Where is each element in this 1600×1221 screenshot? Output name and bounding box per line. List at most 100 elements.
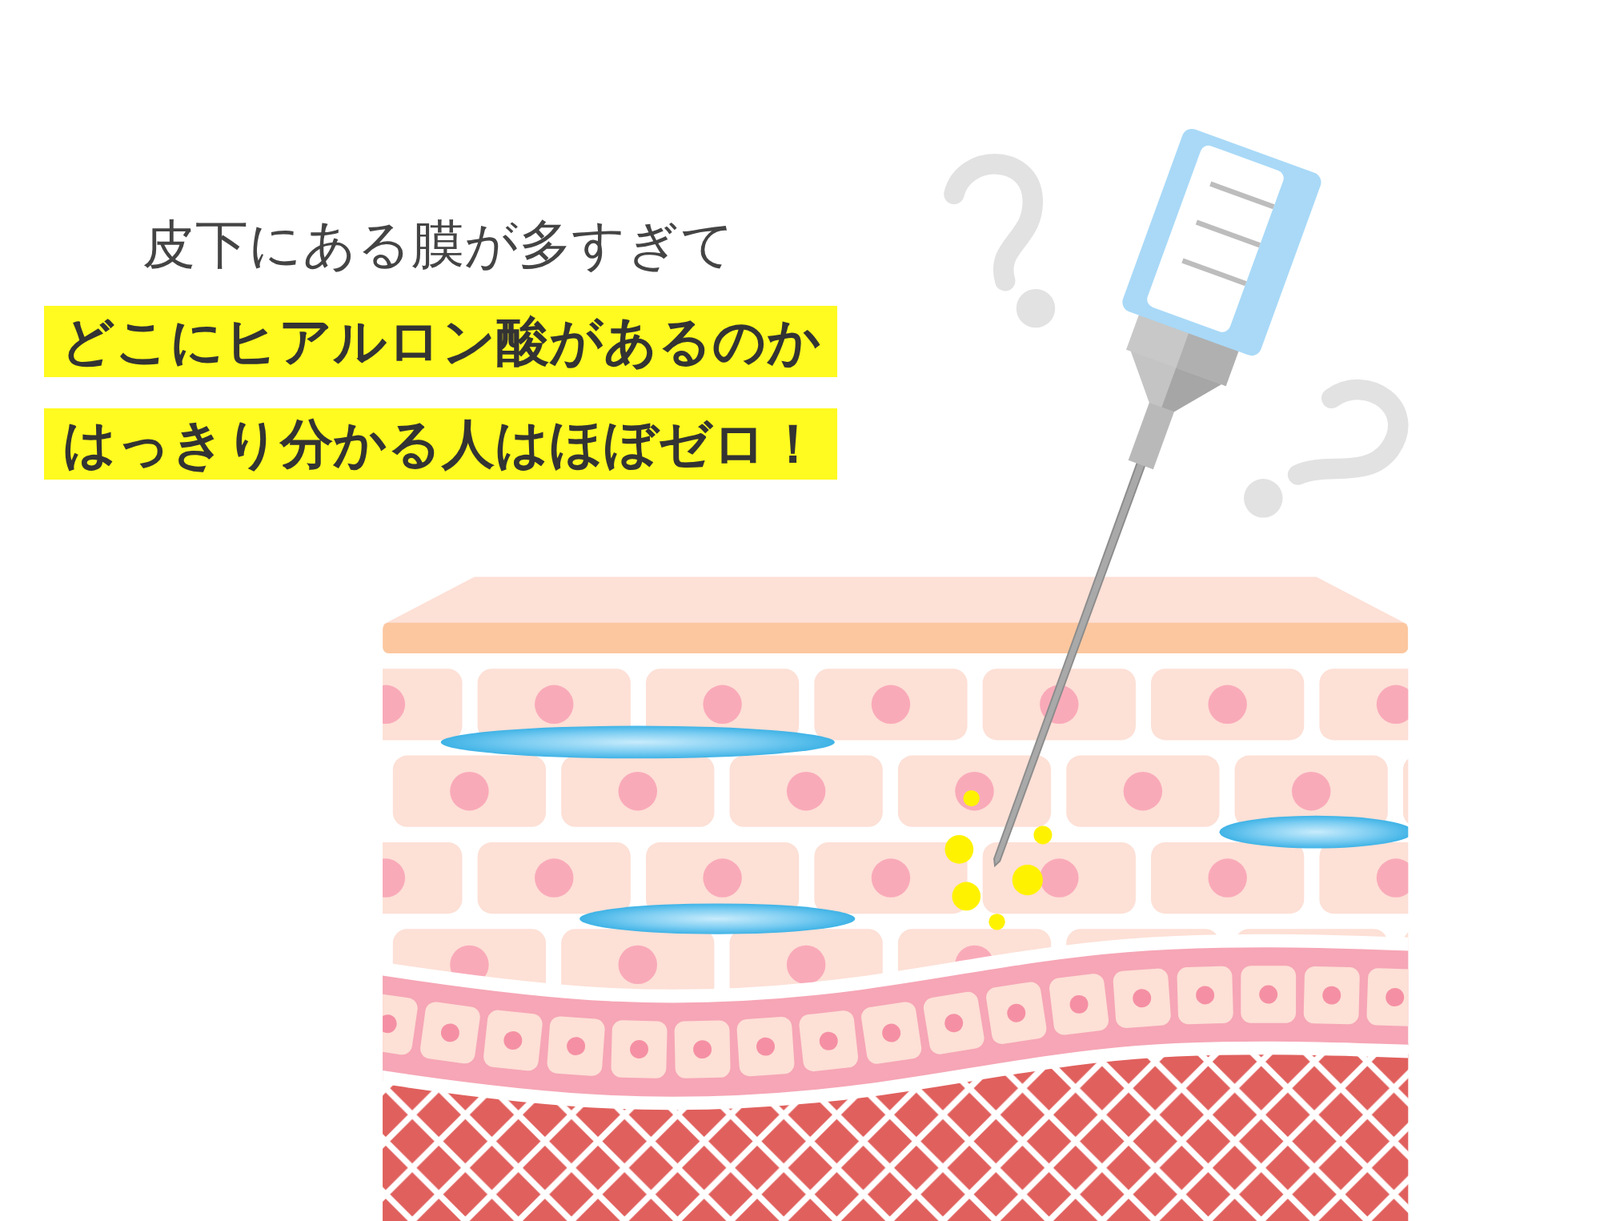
cell-body: [382, 668, 462, 740]
cell-body: [392, 755, 546, 827]
basal-cell: [546, 1015, 606, 1077]
epidermis-cell: [1066, 755, 1220, 827]
cell-body: [673, 1019, 730, 1079]
cell-body: [561, 755, 714, 827]
cell-body: [1048, 972, 1111, 1036]
question-mark: [1243, 389, 1399, 518]
basal-cell: [482, 1008, 544, 1071]
cell-body: [729, 755, 883, 827]
epidermis-cell: [1150, 842, 1304, 914]
basal-cell: [1176, 965, 1234, 1024]
cell-nucleus: [1207, 685, 1247, 724]
basal-cell: [736, 1015, 795, 1077]
basal-cell: [984, 980, 1048, 1046]
stratum-corneum: [382, 622, 1408, 654]
droplet: [988, 913, 1005, 930]
epidermis-cell: [1319, 668, 1408, 740]
cell-nucleus: [629, 1039, 650, 1059]
syringe-window: [1144, 143, 1286, 335]
droplet: [951, 882, 981, 911]
cell-nucleus: [1376, 858, 1409, 897]
basal-cell: [1112, 967, 1172, 1029]
hyaluronic-pocket: [441, 725, 835, 759]
cell-body: [1176, 965, 1234, 1024]
basal-cell: [1240, 965, 1296, 1023]
cell-nucleus: [1039, 858, 1079, 897]
cell-nucleus: [1131, 988, 1152, 1009]
cell-nucleus: [786, 771, 826, 811]
basal-cell: [859, 1000, 923, 1066]
cell-body: [982, 842, 1136, 914]
droplet: [1033, 825, 1052, 844]
cell-nucleus: [1291, 771, 1331, 811]
cell-body: [859, 1000, 923, 1066]
epidermis-cell: [645, 842, 799, 914]
epidermis-cell: [561, 755, 714, 827]
cell-nucleus: [1006, 1002, 1027, 1023]
epidermis-cell: [392, 755, 546, 827]
hyaluronic-pocket: [579, 902, 855, 934]
cell-nucleus: [943, 1012, 965, 1034]
cell-body: [610, 1019, 668, 1079]
epidermis-cell: [1319, 842, 1408, 914]
cell-nucleus: [382, 858, 406, 897]
lead-text: 皮下にある膜が多すぎて: [142, 208, 735, 281]
cell-body: [1403, 755, 1408, 827]
cell-nucleus: [1123, 771, 1163, 811]
question-stroke: [1298, 389, 1399, 475]
cell-nucleus: [954, 771, 994, 811]
question-mark: [954, 164, 1055, 328]
cell-nucleus: [565, 1035, 586, 1056]
basal-cell: [1303, 966, 1360, 1025]
cell-nucleus: [1259, 985, 1278, 1004]
cell-body: [1150, 668, 1304, 740]
skin-section: [382, 576, 1408, 1221]
basal-cell: [382, 990, 419, 1056]
cell-body: [1366, 967, 1408, 1027]
cell-nucleus: [786, 945, 826, 984]
cell-body: [419, 1000, 482, 1065]
highlight-text: はっきり分かる人はほぼゼロ！: [44, 408, 838, 480]
highlight-text: どこにヒアルロン酸があるのか: [44, 305, 838, 377]
cell-nucleus: [440, 1022, 462, 1043]
cell-nucleus: [1376, 685, 1409, 724]
cell-nucleus: [534, 685, 574, 724]
question-stroke: [954, 164, 1033, 281]
epidermis-cell: [477, 842, 631, 914]
cell-body: [1303, 966, 1360, 1025]
cell-nucleus: [382, 685, 406, 724]
cell-body: [797, 1009, 859, 1072]
scale-mark: [1196, 221, 1260, 245]
cell-body: [382, 842, 462, 914]
cell-nucleus: [534, 858, 574, 897]
basal-layer: [382, 965, 1408, 1079]
cell-body: [477, 842, 631, 914]
cell-body: [1240, 965, 1296, 1023]
cell-nucleus: [618, 771, 658, 811]
cell-body: [814, 842, 967, 914]
basal-cell: [419, 1000, 482, 1065]
epidermis-cell: [1150, 668, 1304, 740]
cell-body: [382, 990, 419, 1056]
epidermis-cell: [982, 842, 1136, 914]
cell-body: [1319, 668, 1408, 740]
scale-mark: [1210, 184, 1274, 208]
cell-nucleus: [702, 858, 742, 897]
cell-body: [922, 990, 986, 1056]
cell-body: [814, 668, 967, 740]
basal-cell: [797, 1009, 859, 1072]
cell-nucleus: [702, 685, 742, 724]
cell-body: [1066, 755, 1220, 827]
cell-nucleus: [1207, 858, 1247, 897]
cell-nucleus: [1385, 987, 1405, 1007]
basal-cell: [1366, 967, 1408, 1027]
cell-body: [984, 980, 1048, 1046]
needle: [990, 461, 1146, 867]
cell-nucleus: [818, 1030, 839, 1051]
cell-nucleus: [871, 685, 911, 724]
basal-cell: [610, 1019, 668, 1079]
epidermis-cell: [382, 668, 462, 740]
cell-nucleus: [1322, 985, 1342, 1005]
cell-nucleus: [1195, 985, 1216, 1005]
